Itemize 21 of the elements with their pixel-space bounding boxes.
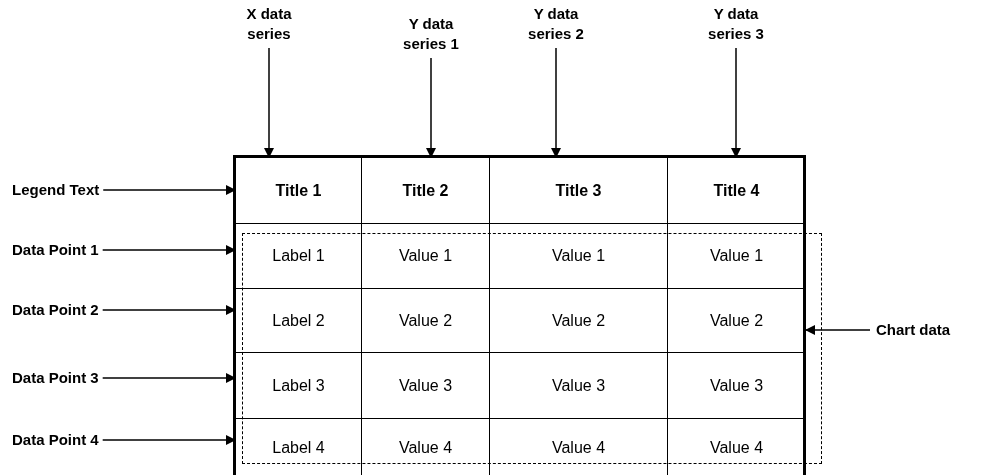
leader-arrow xyxy=(551,47,561,158)
leader-arrow xyxy=(101,373,236,383)
callout-text: Y data series 2 xyxy=(517,4,595,44)
leader-arrow xyxy=(101,245,236,255)
leader-arrow xyxy=(102,185,236,195)
leader-arrow xyxy=(731,47,741,158)
callout-text: Y data series 1 xyxy=(392,14,470,54)
callout-text: Data Point 4 xyxy=(12,430,99,450)
leader-arrow xyxy=(805,325,871,335)
callout-text: Data Point 2 xyxy=(12,300,99,320)
callout-text: Legend Text xyxy=(12,180,100,200)
callout-text: Y data series 3 xyxy=(697,4,775,44)
leader-arrow xyxy=(264,47,274,158)
callout-text: X data series xyxy=(230,4,308,44)
data-table xyxy=(233,155,806,475)
callout-text: Data Point 1 xyxy=(12,240,99,260)
leader-arrow xyxy=(101,305,236,315)
leader-arrow xyxy=(101,435,236,445)
callout-text: Data Point 3 xyxy=(12,368,99,388)
leader-arrow xyxy=(426,57,436,158)
callout-text: Chart data xyxy=(876,320,951,340)
